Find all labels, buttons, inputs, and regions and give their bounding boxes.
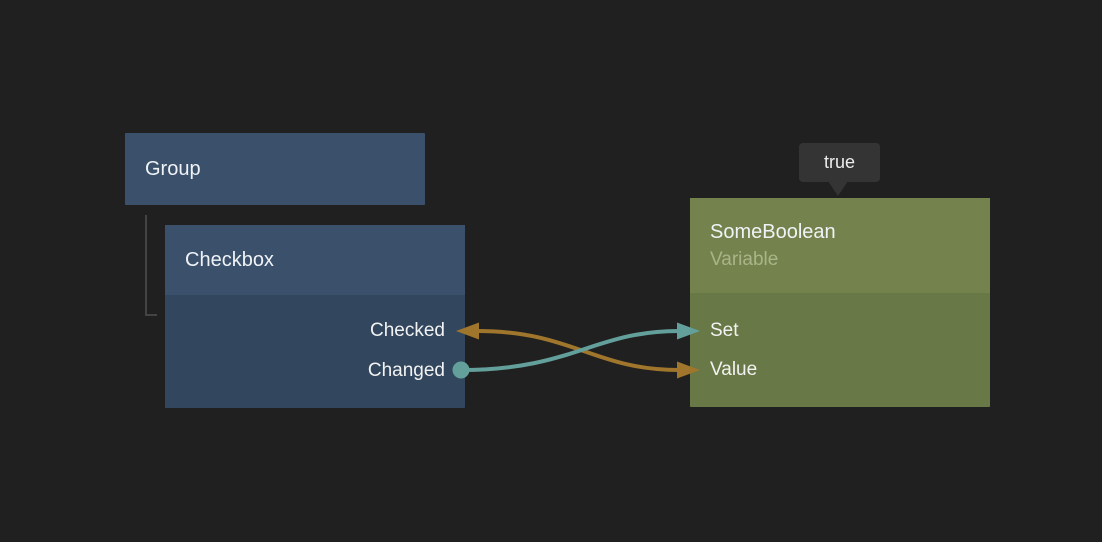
node-header: Checkbox (165, 225, 465, 295)
node-title: Checkbox (185, 249, 274, 271)
wire-checked-value[interactable] (476, 329, 680, 372)
value-tooltip-pointer (828, 181, 848, 196)
hierarchy-connector-line (145, 215, 157, 316)
value-tooltip: true (799, 143, 880, 182)
output-port-checked[interactable]: Checked (370, 320, 445, 341)
node-title: SomeBoolean (710, 221, 836, 243)
node-checkbox[interactable]: Checkbox Checked Changed (165, 225, 465, 408)
node-title: Group (145, 158, 201, 180)
output-port-changed[interactable]: Changed (367, 360, 445, 381)
input-port-set[interactable]: Set (710, 320, 739, 341)
node-group[interactable]: Group (125, 133, 425, 205)
node-subtitle: Variable (710, 249, 779, 270)
node-header: SomeBoolean Variable (690, 198, 990, 293)
node-someboolean-variable[interactable]: SomeBoolean Variable Set Value (690, 198, 990, 407)
wire-changed-set[interactable] (460, 329, 680, 372)
input-port-value[interactable]: Value (710, 359, 758, 380)
